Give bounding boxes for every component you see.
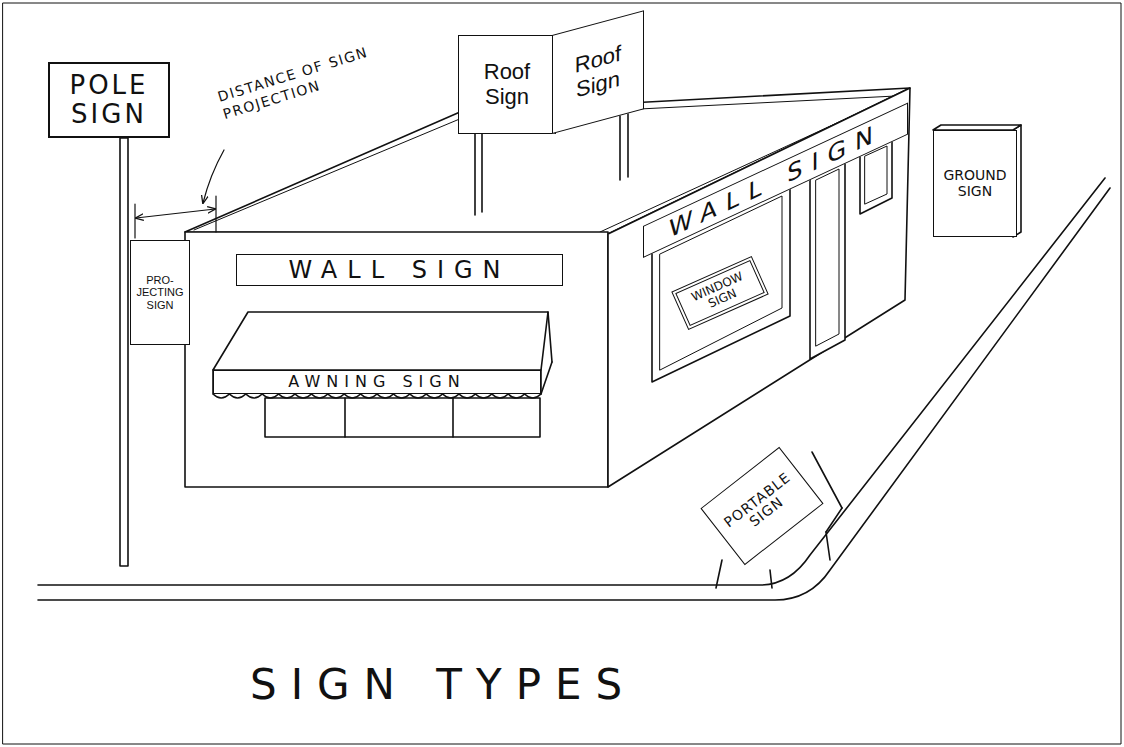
sign-text: PRO- JECTING SIGN [134,274,186,310]
awning-scallop [213,394,541,398]
frame [3,3,1121,744]
leader-line [203,150,224,203]
dimension-line [136,209,215,218]
sign-board: Roof Sign [458,35,556,134]
sign-pole [120,138,128,566]
sign-leg [716,560,722,588]
awning-side [541,362,552,394]
sign-board: GROUND SIGN [933,130,1017,237]
sign-leg [619,105,621,180]
sign-leg [627,103,629,177]
window-mullion [452,398,454,437]
sign-board: PRO- JECTING SIGN [130,240,190,345]
sign-text: Roof Sign [462,60,552,108]
sign-text: Roof Sign [556,37,640,108]
sign-board: POLE SIGN [48,62,170,138]
sign-text: POLE SIGN [53,71,165,128]
awning-side [548,312,552,362]
dimension-tick [134,204,135,238]
store-window [265,398,540,437]
awning-top [213,312,548,370]
sign-text: PORTABLE SIGN [716,466,807,547]
door [810,159,845,359]
dimension-tick [215,196,216,232]
sign-leg [474,134,476,215]
dimension-label: DISTANCE OF SIGN PROJECTION [216,36,400,123]
sign-leg [826,532,830,560]
road-edge [38,178,1105,585]
side-wall [608,88,910,487]
sign-board: PORTABLE SIGN [700,447,823,565]
awning-scallops [213,394,541,398]
sign-text: AWNING SIGN [288,373,465,391]
small-window-inner [865,146,887,204]
door-inner [816,169,839,346]
sign-board: WALL SIGN [236,254,563,286]
diagram-title: SIGN TYPES [250,660,636,709]
front-wall [185,232,608,487]
window-mullion [344,398,346,437]
sign-leg [481,134,483,212]
sign-leg [770,570,772,588]
road-edge [38,188,1110,600]
sign-text: WALL SIGN [288,257,510,283]
sign-text: GROUND SIGN [937,168,1013,199]
a-frame-back [826,508,842,532]
sign-board: AWNING SIGN [213,370,541,394]
